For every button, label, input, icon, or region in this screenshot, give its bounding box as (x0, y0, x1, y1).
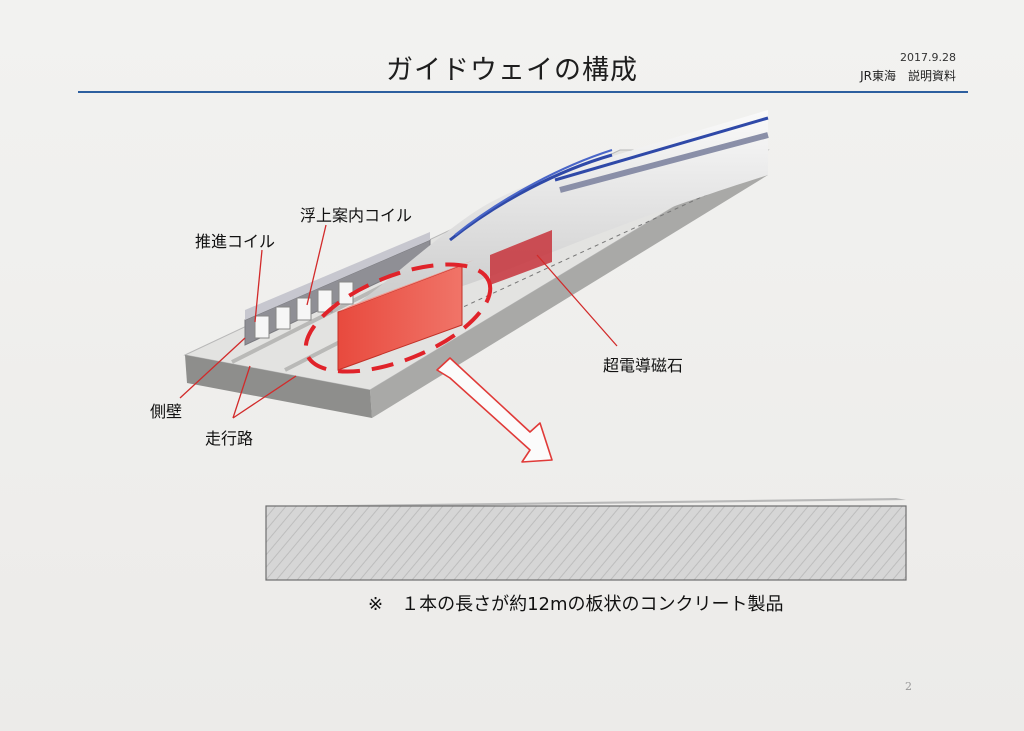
running-path-label: 走行路 (205, 429, 254, 448)
superconducting-magnet-label: 超電導磁石 (603, 356, 684, 375)
concrete-panel (265, 498, 907, 581)
date-label: 2017.9.28 (900, 51, 956, 64)
organization-label: JR東海 説明資料 (860, 69, 956, 83)
panel-note: ※ １本の長さが約12mの板状のコンクリート製品 (368, 594, 784, 615)
pointer-arrow-icon (436, 357, 553, 463)
annotation-lines (179, 224, 618, 419)
title-divider (78, 91, 968, 93)
page-title: ガイドウェイの構成 (386, 55, 638, 86)
page-number: 2 (905, 680, 912, 693)
side-wall (244, 232, 431, 346)
levitation-coil-label: 浮上案内コイル (300, 206, 413, 225)
propulsion-coil-label: 推進コイル (195, 232, 276, 251)
side-wall-label: 側壁 (150, 402, 183, 421)
magnet-highlight (303, 260, 493, 374)
